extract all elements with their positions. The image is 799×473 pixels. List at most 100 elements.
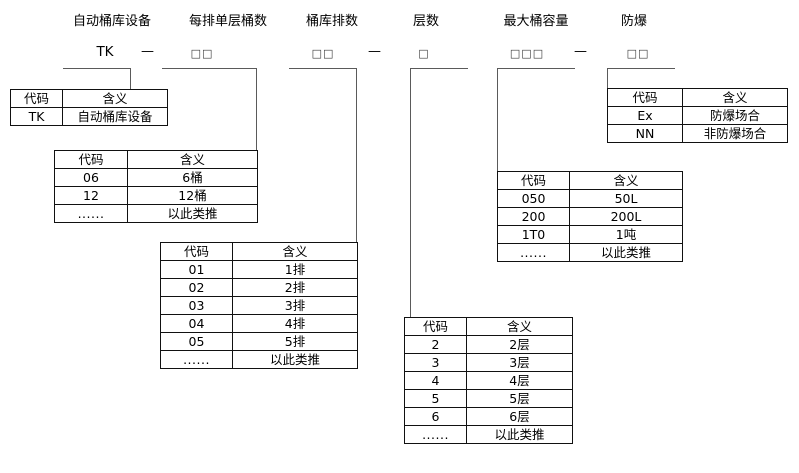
cell-code: 05 [160, 332, 233, 351]
table-header-row: 代码 含义 [404, 317, 573, 336]
cell-code: ...... [497, 243, 570, 262]
cell-code: 200 [497, 207, 570, 226]
cell-code: TK [10, 107, 63, 126]
column-header-code: 代码 [607, 88, 683, 107]
lookup-table-equipment: 代码 含义 TK 自动桶库设备 [10, 89, 168, 126]
cell-meaning: 4排 [232, 314, 358, 333]
cell-code: ...... [54, 204, 128, 223]
cell-code: 04 [160, 314, 233, 333]
cell-meaning: 以此类推 [466, 425, 573, 444]
column-header-code: 代码 [54, 150, 128, 169]
leader-line-explosion-horizontal [607, 68, 675, 69]
table-row: 06 6桶 [54, 168, 258, 187]
table-header-row: 代码 含义 [54, 150, 258, 169]
table-row: 03 3排 [160, 296, 358, 315]
leader-line-explosion-vertical [607, 68, 608, 88]
segment-label-explosion-proof: 防爆 [620, 14, 647, 29]
table-row: Ex 防爆场合 [607, 106, 788, 125]
cell-code: 06 [54, 168, 128, 187]
lookup-table-drums-per-row-layer: 代码 含义 06 6桶 12 12桶 ...... 以此类推 [54, 150, 258, 223]
cell-meaning: 防爆场合 [682, 106, 788, 125]
segment-label-layer-count: 层数 [412, 14, 439, 29]
cell-meaning: 5排 [232, 332, 358, 351]
cell-meaning: 以此类推 [569, 243, 683, 262]
leader-line-rowcount-horizontal [289, 68, 357, 69]
cell-meaning: 2层 [466, 335, 573, 354]
cell-code: 5 [404, 389, 467, 408]
code-dash-2: — [368, 44, 381, 59]
cell-meaning: 以此类推 [127, 204, 258, 223]
cell-code: 4 [404, 371, 467, 390]
table-row: 200 200L [497, 207, 683, 226]
cell-meaning: 1排 [232, 260, 358, 279]
cell-code: 03 [160, 296, 233, 315]
lookup-table-row-count: 代码 含义 01 1排 02 2排 03 3排 04 4排 05 5排 [160, 242, 358, 369]
cell-meaning: 自动桶库设备 [62, 107, 168, 126]
segment-label-equipment: 自动桶库设备 [72, 14, 151, 29]
code-token-explosion-proof: □□ [626, 47, 650, 60]
table-row: ...... 以此类推 [160, 350, 358, 369]
leader-line-drums-horizontal [162, 68, 257, 69]
cell-meaning: 4层 [466, 371, 573, 390]
leader-line-layercount-horizontal [410, 68, 468, 69]
column-header-code: 代码 [160, 242, 233, 261]
cell-code: ...... [160, 350, 233, 369]
table-row: 2 2层 [404, 335, 573, 354]
cell-meaning: 3排 [232, 296, 358, 315]
table-row: 12 12桶 [54, 186, 258, 205]
cell-code: 050 [497, 189, 570, 208]
code-dash-1: — [141, 44, 154, 59]
code-token-row-count: □□ [311, 47, 335, 60]
cell-meaning: 200L [569, 207, 683, 226]
lookup-table-max-drum-capacity: 代码 含义 050 50L 200 200L 1T0 1吨 ...... 以此类… [497, 171, 683, 262]
table-row: 05 5排 [160, 332, 358, 351]
code-token-equipment: TK [96, 44, 114, 60]
cell-meaning: 非防爆场合 [682, 124, 788, 143]
cell-code: 1T0 [497, 225, 570, 244]
column-header-code: 代码 [497, 171, 570, 190]
code-token-drums-per-row-layer: □□ [190, 47, 214, 60]
table-row: 02 2排 [160, 278, 358, 297]
table-row: ...... 以此类推 [404, 425, 573, 444]
cell-meaning: 以此类推 [232, 350, 358, 369]
column-header-meaning: 含义 [466, 317, 573, 336]
table-row: 5 5层 [404, 389, 573, 408]
code-token-layer-count: □ [418, 47, 430, 60]
code-dash-3: — [574, 44, 587, 59]
cell-meaning: 1吨 [569, 225, 683, 244]
cell-code: 6 [404, 407, 467, 426]
leader-line-capacity-vertical [497, 68, 498, 172]
cell-code: 2 [404, 335, 467, 354]
column-header-code: 代码 [10, 89, 63, 108]
cell-code: 01 [160, 260, 233, 279]
leader-line-drums-vertical [256, 68, 257, 151]
column-header-meaning: 含义 [62, 89, 168, 108]
cell-meaning: 12桶 [127, 186, 258, 205]
cell-meaning: 3层 [466, 353, 573, 372]
table-header-row: 代码 含义 [10, 89, 168, 108]
table-row: 6 6层 [404, 407, 573, 426]
cell-meaning: 2排 [232, 278, 358, 297]
table-row: NN 非防爆场合 [607, 124, 788, 143]
column-header-meaning: 含义 [232, 242, 358, 261]
leader-line-capacity-horizontal [497, 68, 575, 69]
table-row: 01 1排 [160, 260, 358, 279]
cell-code: Ex [607, 106, 683, 125]
table-row: 1T0 1吨 [497, 225, 683, 244]
cell-meaning: 5层 [466, 389, 573, 408]
table-header-row: 代码 含义 [497, 171, 683, 190]
lookup-table-layer-count: 代码 含义 2 2层 3 3层 4 4层 5 5层 6 6层 [404, 317, 573, 444]
table-row: 04 4排 [160, 314, 358, 333]
cell-code: 02 [160, 278, 233, 297]
column-header-meaning: 含义 [682, 88, 788, 107]
leader-line-equipment-horizontal [63, 68, 131, 69]
table-row: ...... 以此类推 [54, 204, 258, 223]
cell-code: 12 [54, 186, 128, 205]
table-header-row: 代码 含义 [160, 242, 358, 261]
code-token-max-drum-capacity: □□□ [509, 47, 545, 60]
cell-code: NN [607, 124, 683, 143]
leader-line-rowcount-vertical [356, 68, 357, 243]
column-header-meaning: 含义 [127, 150, 258, 169]
cell-meaning: 50L [569, 189, 683, 208]
